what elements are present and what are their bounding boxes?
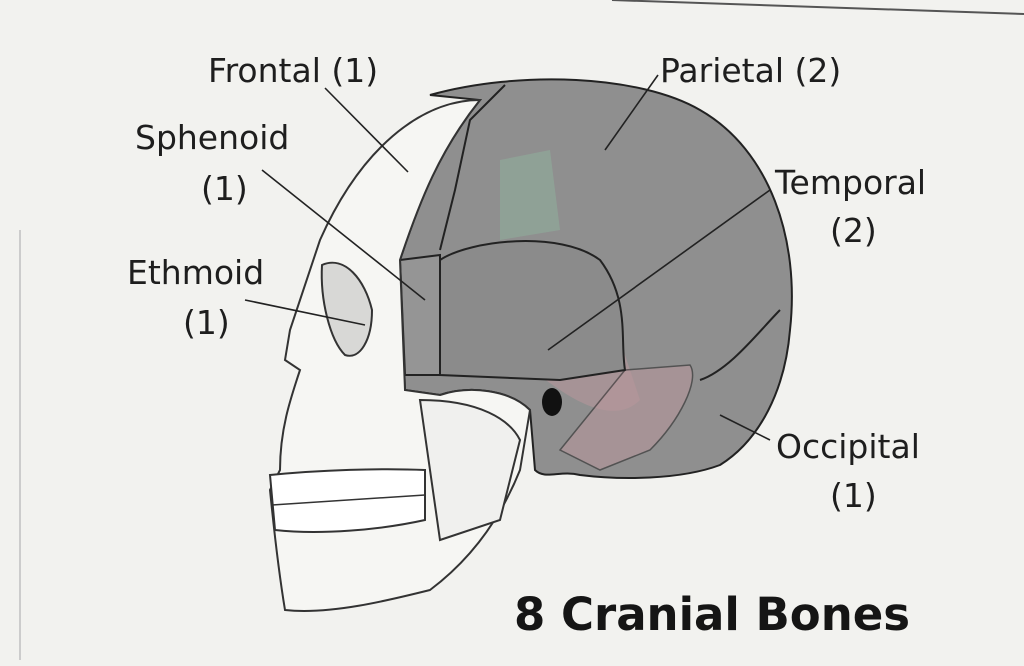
cranium: [398, 78, 793, 479]
label-temporal: Temporal: [775, 163, 927, 202]
label-ethmoid: Ethmoid: [127, 253, 265, 292]
label-parietal: Parietal (2): [660, 51, 842, 90]
label-temporal-count: (2): [830, 211, 877, 250]
label-frontal: Frontal (1): [208, 51, 379, 90]
label-ethmoid-count: (1): [183, 303, 230, 342]
label-occipital-count: (1): [830, 476, 877, 515]
label-occipital: Occipital: [776, 427, 920, 466]
label-sphenoid: Sphenoid: [135, 118, 290, 157]
diagram-title: 8 Cranial Bones: [514, 588, 911, 641]
leader-lines: [244, 74, 771, 441]
page-edge: [611, 0, 1024, 15]
label-sphenoid-count: (1): [201, 169, 248, 208]
